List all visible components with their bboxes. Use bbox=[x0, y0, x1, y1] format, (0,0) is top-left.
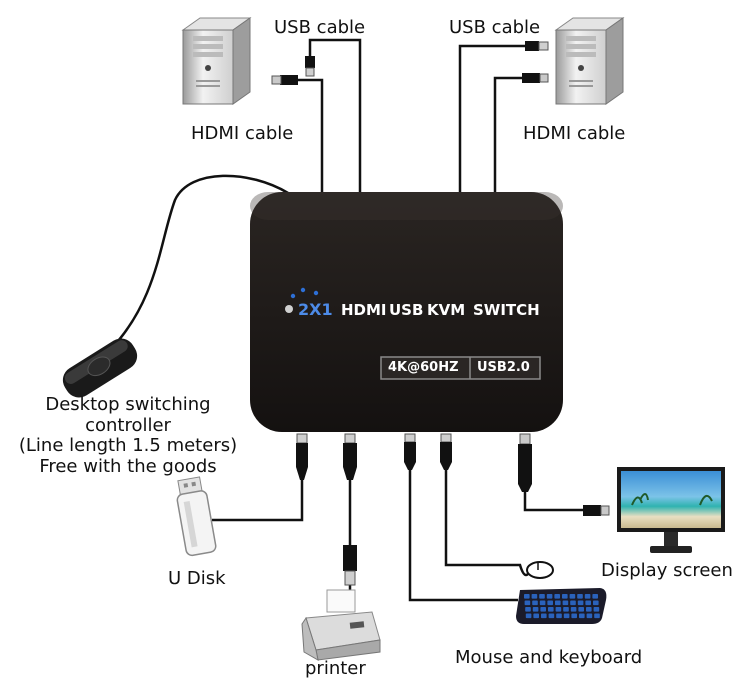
controller-caption-line4: Free with the goods bbox=[39, 456, 217, 478]
controller-caption: Desktop switching controller (Line lengt… bbox=[2, 394, 254, 478]
hdmi-plug-right-top-icon bbox=[522, 73, 549, 83]
keyboard-key bbox=[531, 594, 538, 599]
keyboard-key bbox=[593, 607, 600, 612]
keyboard-key bbox=[547, 600, 553, 606]
device-title-kvm: KVM bbox=[427, 301, 466, 319]
mouse-icon bbox=[526, 561, 554, 579]
keyboard-key bbox=[563, 613, 570, 619]
desktop-controller-icon bbox=[62, 338, 138, 398]
usb-plug-right-top-icon bbox=[525, 41, 549, 51]
keyboard-key bbox=[554, 594, 560, 599]
keyboard-key bbox=[539, 600, 546, 606]
keyboard-key bbox=[532, 607, 539, 612]
keyboard-key bbox=[563, 607, 569, 612]
hdmi-plug-display-end-icon bbox=[583, 505, 610, 516]
keyboard-key bbox=[555, 607, 562, 612]
device-title-hdmi: HDMI bbox=[341, 301, 387, 319]
keyboard-key bbox=[578, 607, 584, 612]
usb-cable-right-label: USB cable bbox=[449, 17, 541, 38]
keyboard-key bbox=[556, 613, 562, 619]
u-disk-label: U Disk bbox=[168, 568, 226, 589]
device-title-usb: USB bbox=[389, 301, 424, 319]
device-spec-resolution: 4K@60HZ bbox=[388, 360, 459, 375]
hdmi-cable-right-label: HDMI cable bbox=[523, 123, 626, 144]
keyboard-key bbox=[577, 600, 584, 606]
usb-plug-left-top-icon bbox=[305, 56, 315, 77]
display-screen-label: Display screen bbox=[601, 560, 733, 581]
device-mode-text: 2X1 bbox=[298, 300, 333, 319]
keyboard-key bbox=[579, 613, 585, 619]
controller-caption-line1: Desktop switching bbox=[45, 394, 211, 415]
hdmi-cable-left-label: HDMI cable bbox=[191, 123, 294, 144]
usb-cable-left-label: USB cable bbox=[274, 17, 366, 38]
keyboard-key bbox=[569, 594, 576, 599]
device-spec-usb: USB2.0 bbox=[477, 360, 530, 375]
keyboard-key bbox=[539, 594, 545, 599]
keyboard-key bbox=[586, 607, 592, 612]
usb-flash-drive-icon bbox=[176, 476, 217, 557]
computer-tower-right-icon bbox=[554, 17, 625, 105]
top-cables bbox=[109, 38, 525, 351]
keyboard-key bbox=[541, 613, 547, 619]
mouse-keyboard-label: Mouse and keyboard bbox=[455, 647, 643, 668]
printer-label: printer bbox=[305, 658, 366, 679]
keyboard-key bbox=[571, 613, 577, 619]
controller-caption-line2: controller bbox=[85, 414, 171, 436]
computer-tower-left-icon bbox=[181, 17, 252, 105]
usb-plug-printer-icon bbox=[343, 433, 357, 480]
keyboard-key bbox=[555, 600, 561, 606]
kvm-switch-device bbox=[250, 192, 563, 432]
device-title-switch: SWITCH bbox=[473, 301, 540, 319]
keyboard-key bbox=[532, 600, 538, 606]
usb-plug-mouse-icon bbox=[440, 433, 452, 470]
keyboard-key bbox=[525, 613, 532, 619]
hdmi-plug-display-icon bbox=[518, 433, 532, 492]
printer-icon bbox=[301, 589, 381, 661]
keyboard-key bbox=[585, 600, 591, 606]
usb-plug-printer-end-icon bbox=[343, 545, 357, 586]
keyboard-key bbox=[584, 594, 591, 599]
controller-caption-line3: (Line length 1.5 meters) bbox=[18, 435, 238, 457]
bottom-cables bbox=[212, 468, 583, 602]
keyboard-key bbox=[570, 607, 577, 612]
keyboard-key bbox=[524, 594, 530, 599]
usb-plug-keyboard-icon bbox=[404, 433, 416, 470]
keyboard-key bbox=[540, 607, 546, 612]
keyboard-key bbox=[525, 607, 531, 612]
keyboard-key bbox=[524, 600, 531, 606]
led-indicator-icon bbox=[285, 305, 293, 313]
keyboard-icon bbox=[516, 588, 607, 624]
keyboard-key bbox=[548, 613, 555, 619]
keyboard-key bbox=[562, 600, 569, 606]
keyboard-key bbox=[594, 613, 600, 619]
keyboard-key bbox=[593, 600, 599, 606]
keyboard-key bbox=[546, 594, 553, 599]
keyboard-key bbox=[562, 594, 568, 599]
keyboard-key bbox=[548, 607, 554, 612]
monitor-icon bbox=[617, 467, 725, 553]
keyboard-key bbox=[570, 600, 576, 606]
keyboard-key bbox=[577, 594, 583, 599]
hdmi-plug-left-top-icon bbox=[271, 75, 298, 85]
keyboard-key bbox=[533, 613, 539, 619]
usb-plug-udisk-icon bbox=[296, 433, 308, 480]
keyboard-key bbox=[586, 613, 593, 619]
keyboard-key bbox=[592, 594, 598, 599]
